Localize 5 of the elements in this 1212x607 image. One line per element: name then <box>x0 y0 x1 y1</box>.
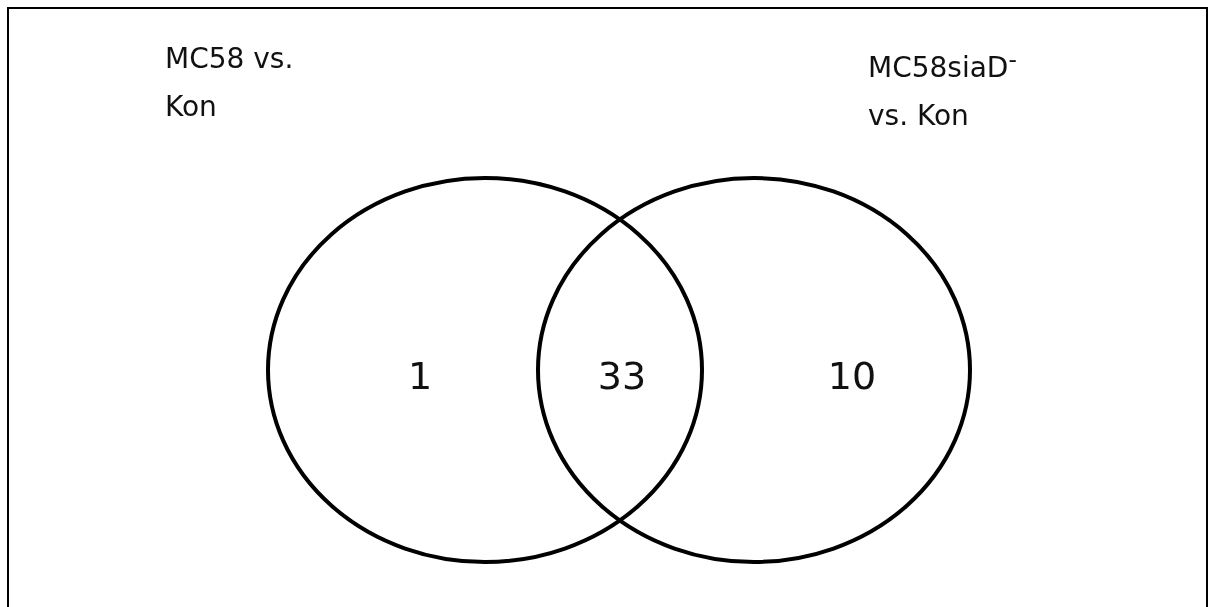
set-label: MC58 vs. Kon <box>165 41 295 125</box>
count-label: 10 <box>827 354 877 398</box>
count-label: 33 <box>597 354 647 398</box>
count-label: 1 <box>407 354 433 398</box>
set-label: MC58siaD$^{-}$ vs. Kon <box>868 44 1018 135</box>
